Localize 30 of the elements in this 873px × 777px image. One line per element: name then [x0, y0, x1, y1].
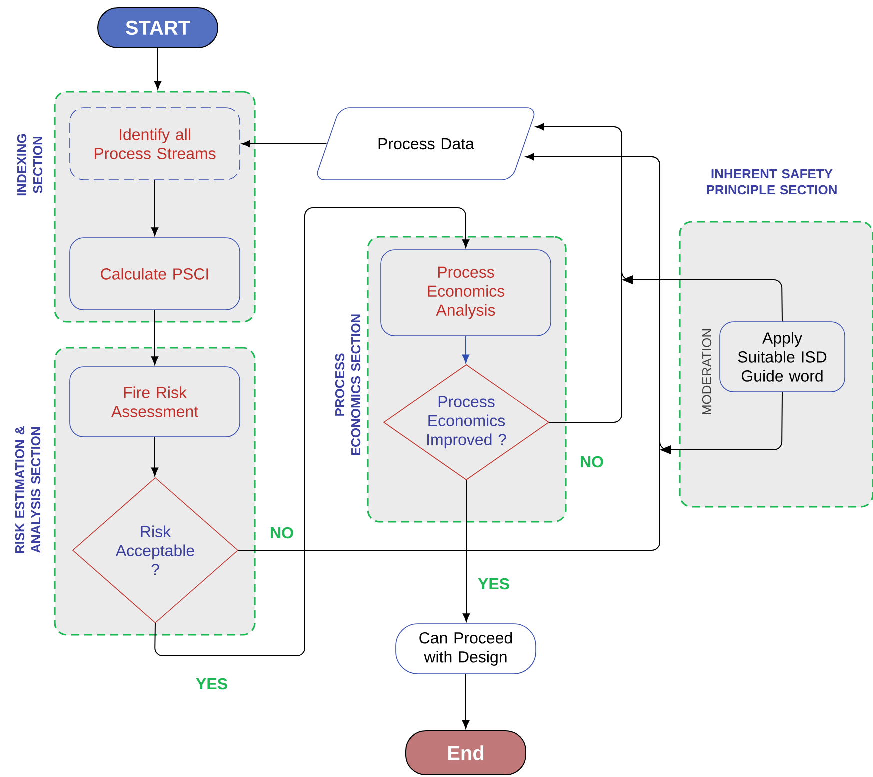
- arrow: [242, 140, 328, 148]
- section-heading: INDEXING SECTION: [17, 134, 43, 196]
- document-box: Apply Suitable ISD Guide word: [720, 322, 846, 392]
- side-label: MODERATION: [702, 329, 712, 415]
- terminal-oval: End: [406, 730, 526, 776]
- edge-label: YES: [195, 677, 229, 691]
- arrow: [462, 336, 470, 364]
- process-box: Calculate PSCI: [70, 238, 240, 310]
- section-heading: RISK ESTIMATION & ANALYSIS SECTION: [15, 426, 41, 554]
- arrow: [536, 123, 622, 423]
- arrow: [154, 208, 470, 656]
- data-parallelogram: Process Data: [317, 108, 535, 180]
- arrow: [238, 153, 660, 551]
- arrow: [534, 156, 783, 454]
- arrow: [151, 436, 159, 476]
- section-heading: PROCESS ECONOMICS SECTION: [335, 314, 361, 456]
- arrow: [462, 674, 470, 730]
- arrow: [462, 480, 470, 622]
- process-box: Can Proceed with Design: [396, 624, 536, 674]
- process-box: Fire Risk Assessment: [70, 366, 240, 438]
- arrow: [151, 180, 159, 236]
- section-heading: INHERENT SAFETY PRINCIPLE SECTION: [707, 169, 837, 195]
- edge-label: NO: [269, 526, 295, 540]
- process-box: Process Economics Analysis: [380, 250, 552, 336]
- arrow: [154, 48, 162, 90]
- arrow: [544, 126, 783, 322]
- process-box: Identify all Process Streams: [70, 108, 240, 180]
- edge-label: NO: [579, 455, 605, 469]
- arrow: [151, 310, 159, 366]
- edge-label: YES: [477, 577, 512, 591]
